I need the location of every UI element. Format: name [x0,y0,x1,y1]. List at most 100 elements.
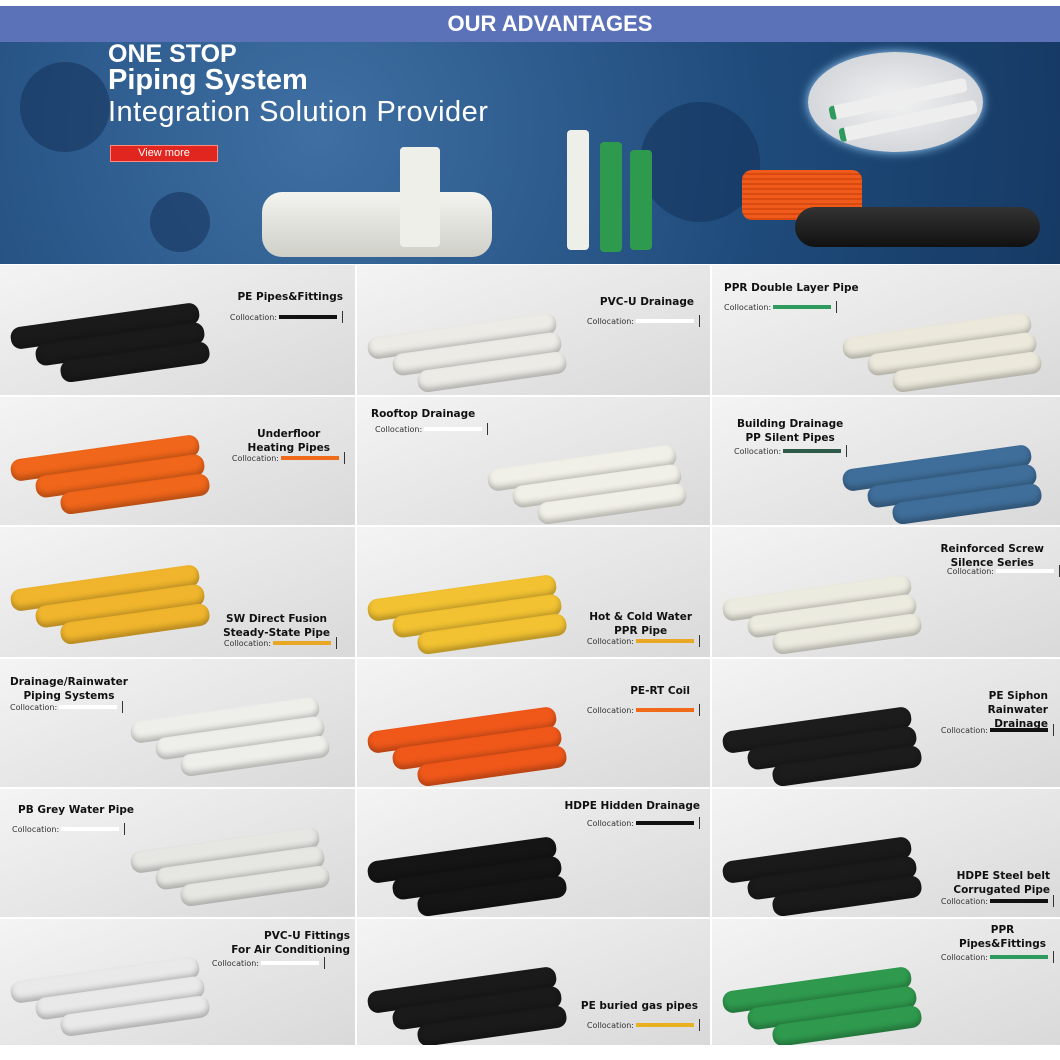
hero-banner: ONE STOP Piping System Integration Solut… [0,42,1060,264]
divider [1053,951,1054,963]
divider [699,315,700,327]
collocation-label: Collocation: [940,725,988,735]
product-title: Reinforced Screw Silence Series [940,543,1044,569]
divider [324,957,325,969]
product-title: Rooftop Drainage [371,408,476,420]
collocation-row: Collocation: [375,423,489,435]
color-swatch [783,449,842,453]
divider [1053,895,1054,907]
product-title: PVC-U Drainage [599,296,694,308]
collocation-label: Collocation: [10,702,58,712]
collocation-label: Collocation: [586,818,634,828]
color-swatch [996,569,1054,573]
collocation-label: Collocation: [375,424,423,434]
section-header: OUR ADVANTAGES [0,6,1060,42]
divider [699,817,700,829]
product-title: PE Siphon Rainwater Drainage [987,690,1048,730]
collocation-row: Collocation: [941,951,1054,963]
collocation-row: Collocation: [224,637,337,649]
collocation-label: Collocation: [946,566,994,576]
color-swatch [279,315,337,319]
collocation-row: Collocation: [587,635,700,647]
divider [699,1019,700,1031]
collocation-row: Collocation: [212,957,325,969]
collocation-row: Collocation: [941,724,1054,736]
color-swatch [990,955,1048,959]
product-title: PB Grey Water Pipe [18,804,134,816]
color-swatch [990,899,1048,903]
collocation-label: Collocation: [231,453,279,463]
divider [122,701,124,713]
product-title: Hot & Cold Water PPR Pipe [589,611,692,637]
divider [836,301,838,313]
product-title: HDPE Steel belt Corrugated Pipe [953,870,1050,896]
banner-line-1: ONE STOP [108,42,237,68]
divider [342,311,343,323]
product-title: PE Pipes&Fittings [237,291,343,303]
product-title: Underfloor Heating Pipes [247,428,330,454]
collocation-row: Collocation: [587,1019,700,1031]
collocation-label: Collocation: [940,896,988,906]
collocation-label: Collocation: [586,1020,634,1030]
banner-line-3: Integration Solution Provider [108,96,489,128]
color-swatch [636,639,694,643]
collocation-label: Collocation: [586,316,634,326]
collocation-label: Collocation: [940,952,988,962]
color-swatch [61,827,120,831]
collocation-row: Collocation: [734,445,848,457]
color-swatch [424,427,483,431]
color-swatch [636,1023,694,1027]
collocation-row: Collocation: [587,817,700,829]
collocation-label: Collocation: [586,636,634,646]
color-swatch [773,305,832,309]
collocation-row: Collocation: [941,895,1054,907]
color-swatch [273,641,331,645]
collocation-label: Collocation: [734,446,782,456]
product-title: PPR Pipes&Fittings [959,924,1046,950]
collocation-label: Collocation: [724,302,772,312]
color-swatch [636,708,694,712]
product-title: Drainage/Rainwater Piping Systems [10,676,128,702]
view-more-button[interactable]: View more [110,145,218,162]
color-swatch [281,456,339,460]
product-title: SW Direct Fusion Steady-State Pipe [223,613,330,639]
product-title: HDPE Hidden Drainage [564,800,700,812]
divider [487,423,489,435]
product-title: PE-RT Coil [630,685,690,697]
collocation-row: Collocation: [587,315,700,327]
collocation-row: Collocation: [230,311,343,323]
pe-pipe-image [795,207,1040,247]
pvc-fittings-image [262,192,492,257]
collocation-row: Collocation: [12,823,126,835]
collocation-row: Collocation: [724,301,838,313]
collocation-row: Collocation: [587,704,700,716]
collocation-row: Collocation: [10,701,124,713]
color-swatch [990,728,1048,732]
divider [699,635,700,647]
divider [699,704,700,716]
color-swatch [636,821,694,825]
ppr-pipe-closeup [808,52,983,152]
divider [846,445,848,457]
divider [336,637,337,649]
collocation-label: Collocation: [229,312,277,322]
